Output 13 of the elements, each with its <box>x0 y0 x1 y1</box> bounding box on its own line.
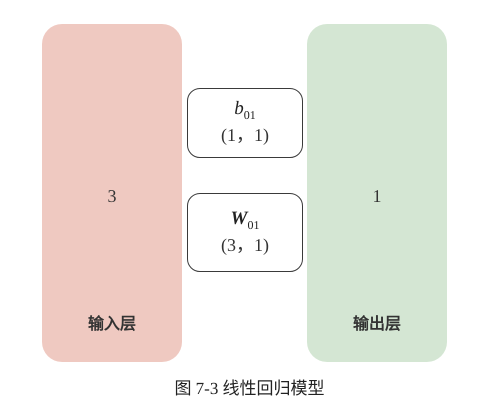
parameter-dimensions: (3，1) <box>221 234 269 257</box>
layer-name: 输出层 <box>353 313 401 334</box>
parameter-name: W$_{01}$ <box>230 208 260 232</box>
layer-name: 输入层 <box>88 313 136 334</box>
parameter-box <box>187 88 303 158</box>
parameter-dimensions: (1，1) <box>221 124 269 148</box>
parameter-name: b$_{01}$ <box>234 98 256 122</box>
layer-size: 1 <box>372 186 382 207</box>
figure-caption: 图 7-3 线性回归模型 <box>174 378 325 399</box>
parameter-box <box>187 193 303 272</box>
layer-size: 3 <box>108 186 116 207</box>
layer-panel <box>307 24 447 362</box>
layer-panel <box>42 24 182 362</box>
